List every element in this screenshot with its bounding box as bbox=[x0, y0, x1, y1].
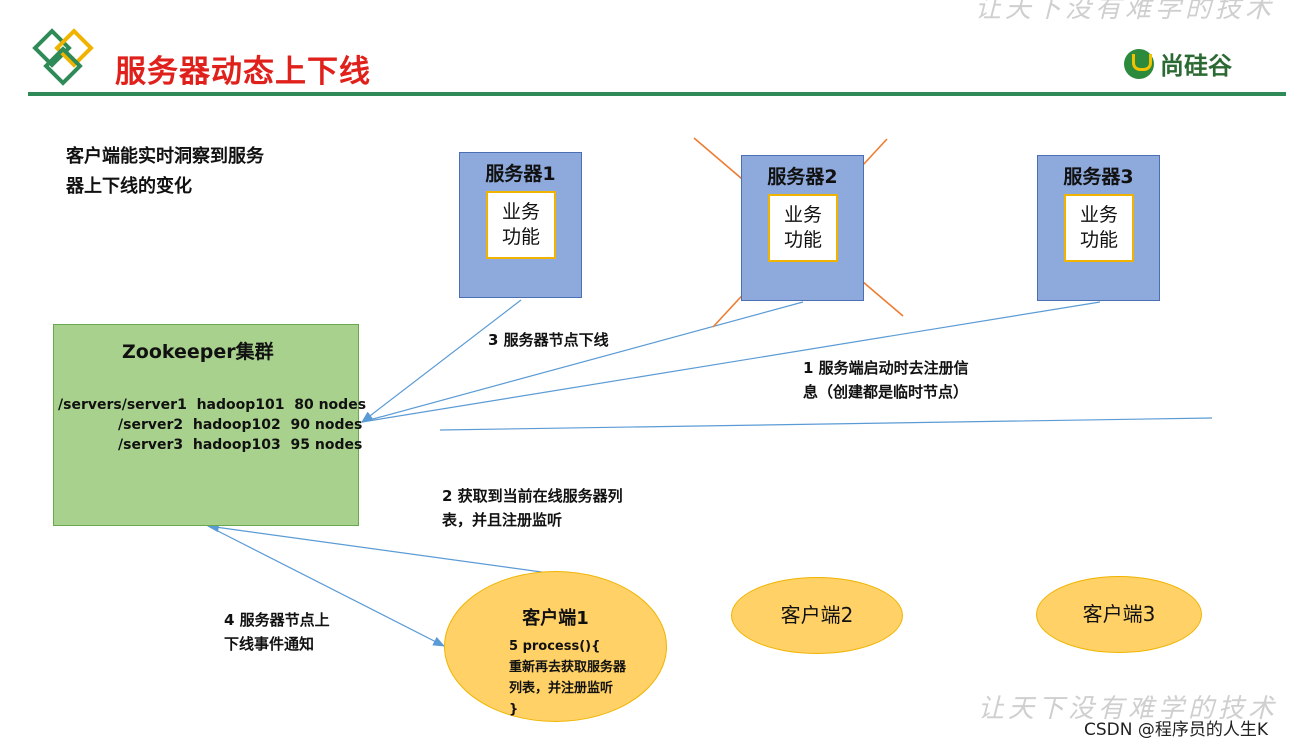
client-code: 5 process(){ 重新再去获取服务器 列表，并注册监听 } bbox=[509, 636, 666, 720]
function-line: 业务 bbox=[501, 201, 540, 223]
step3-label: 3 服务器节点下线 bbox=[488, 328, 609, 352]
separator-line bbox=[439, 417, 1213, 431]
code-line: 重新再去获取服务器 bbox=[509, 660, 627, 675]
function-line: 业务 bbox=[783, 204, 822, 226]
arrow-server2-to-zk bbox=[361, 301, 804, 423]
client-1: 客户端1 5 process(){ 重新再去获取服务器 列表，并注册监听 } bbox=[444, 571, 667, 722]
zookeeper-title: Zookeeper集群 bbox=[122, 341, 274, 363]
code-line: 列表，并注册监听 bbox=[509, 681, 614, 696]
brand-logo-icon bbox=[1124, 48, 1154, 79]
server-name: 服务器2 bbox=[767, 166, 838, 188]
step-line: 下线事件通知 bbox=[224, 635, 315, 653]
logo-diamond-icon bbox=[32, 28, 94, 86]
step-line: 息（创建都是临时节点） bbox=[803, 383, 969, 401]
function-line: 业务 bbox=[1079, 204, 1118, 226]
step-line: 表，并且注册监听 bbox=[442, 511, 563, 529]
server-1: 服务器1 业务 功能 bbox=[459, 152, 582, 298]
server-name: 服务器3 bbox=[1063, 166, 1134, 188]
function-line: 功能 bbox=[501, 226, 540, 248]
server-function: 业务 功能 bbox=[486, 191, 556, 259]
description-line: 客户端能实时洞察到服务 bbox=[66, 146, 264, 167]
server-2: 服务器2 业务 功能 bbox=[741, 155, 864, 301]
footer-credit: CSDN @程序员的人生K bbox=[1084, 720, 1269, 740]
watermark-bottom: 让天下没有难学的技术 bbox=[978, 694, 1279, 724]
code-line: 5 process(){ bbox=[509, 639, 601, 654]
title-rule bbox=[28, 92, 1286, 96]
zk-node: /servers/server1 hadoop101 80 nodes bbox=[58, 397, 367, 413]
description-line: 器上下线的变化 bbox=[66, 176, 192, 197]
client-2: 客户端2 bbox=[731, 577, 903, 654]
watermark-top: 让天下没有难学的技术 bbox=[975, 0, 1276, 24]
step4-label: 4 服务器节点上 下线事件通知 bbox=[224, 608, 330, 656]
zookeeper-cluster: Zookeeper集群 /servers/server1 hadoop101 8… bbox=[53, 324, 366, 526]
step-line: 2 获取到当前在线服务器列 bbox=[442, 487, 623, 505]
description: 客户端能实时洞察到服务 器上下线的变化 bbox=[66, 142, 306, 202]
arrow-server3-to-zk bbox=[361, 301, 1101, 423]
server-function: 业务 功能 bbox=[768, 194, 838, 262]
server-3: 服务器3 业务 功能 bbox=[1037, 155, 1160, 301]
client-3: 客户端3 bbox=[1036, 576, 1202, 653]
page-title: 服务器动态上下线 bbox=[115, 54, 371, 90]
zk-node: /server3 hadoop103 95 nodes bbox=[118, 437, 363, 453]
server-name: 服务器1 bbox=[485, 163, 556, 185]
arrow-client1-to-zk bbox=[206, 522, 557, 575]
step-line: 1 服务端启动时去注册信 bbox=[803, 359, 969, 377]
brand-name: 尚硅谷 bbox=[1160, 52, 1232, 80]
server-function: 业务 功能 bbox=[1064, 194, 1134, 262]
code-line: } bbox=[509, 702, 519, 717]
step-line: 4 服务器节点上 bbox=[224, 611, 330, 629]
zk-node-removed: /server2 hadoop102 90 nodes bbox=[118, 417, 363, 433]
function-line: 功能 bbox=[1079, 229, 1118, 251]
client-name: 客户端3 bbox=[1082, 602, 1156, 626]
client-name: 客户端2 bbox=[780, 603, 854, 627]
brand: 尚硅谷 bbox=[1124, 46, 1232, 81]
client-name: 客户端1 bbox=[522, 608, 589, 629]
step1-label: 1 服务端启动时去注册信 息（创建都是临时节点） bbox=[803, 356, 969, 404]
arrow-zk-to-client1 bbox=[207, 525, 446, 647]
arrow-server1-to-zk bbox=[361, 299, 522, 423]
function-line: 功能 bbox=[783, 229, 822, 251]
step-line: 3 服务器节点下线 bbox=[488, 331, 609, 349]
step2-label: 2 获取到当前在线服务器列 表，并且注册监听 bbox=[442, 484, 623, 532]
